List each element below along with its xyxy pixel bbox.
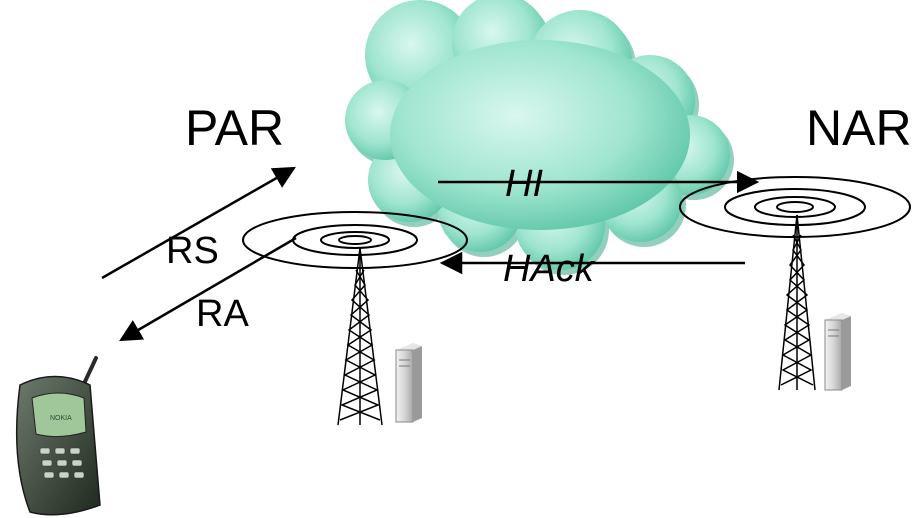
mobile-phone-icon: NOKIA [15, 356, 101, 516]
server-icon [395, 343, 422, 423]
hi-label: HI [505, 163, 543, 205]
antenna-tower-icon [337, 247, 383, 426]
antenna-tower-icon [778, 214, 816, 391]
par-coverage-rings [242, 211, 468, 269]
svg-text:NOKIA: NOKIA [50, 415, 72, 422]
par-label: PAR [185, 100, 285, 156]
network-cloud-icon [345, 0, 734, 275]
ra-arrow [119, 236, 297, 342]
nar-label: NAR [806, 100, 912, 156]
rs-label: RS [166, 230, 219, 272]
server-icon [824, 313, 851, 391]
ra-label: RA [196, 293, 249, 335]
hack-label: HAck [503, 248, 594, 290]
rs-arrow [101, 166, 296, 280]
